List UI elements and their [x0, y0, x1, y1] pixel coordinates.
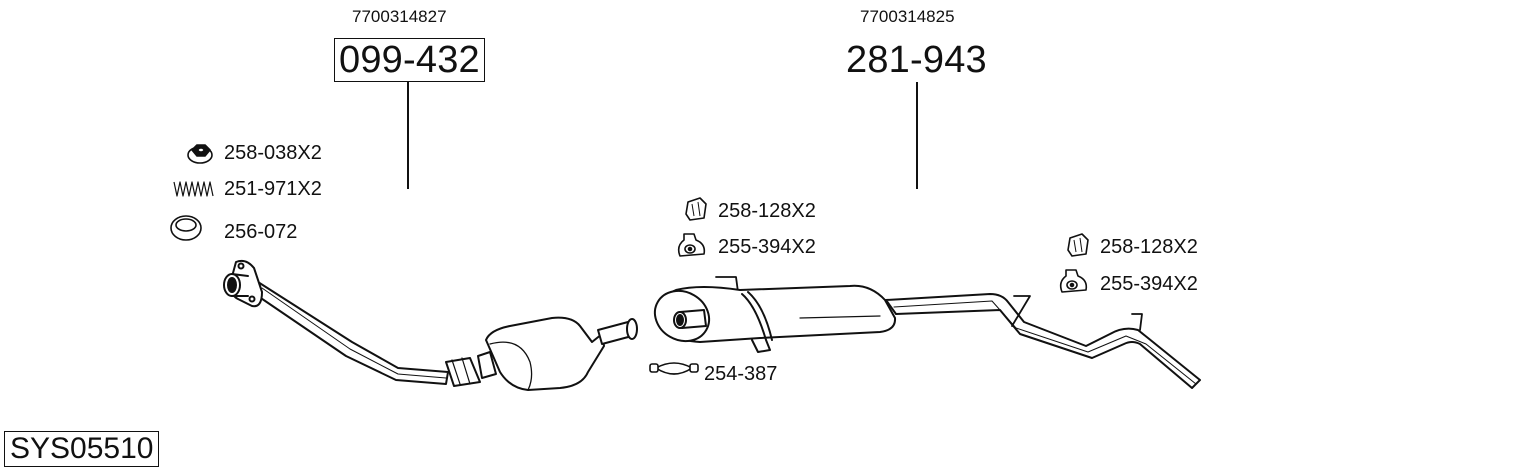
gasket-ring-icon	[170, 215, 202, 241]
mounting-clip-icon	[1067, 233, 1089, 257]
rear-silencer-tailpipe-drawing	[653, 276, 1201, 389]
accessory-label[interactable]: 254-387	[704, 363, 778, 385]
leader-line-099-432	[407, 82, 409, 189]
part-number-front[interactable]: 099-432	[334, 38, 485, 82]
leader-line-281-943	[916, 82, 918, 189]
accessory-label[interactable]: 258-038X2	[224, 142, 322, 164]
oem-number-rear: 7700314825	[860, 7, 955, 26]
accessory-label[interactable]: 256-072	[224, 221, 298, 243]
part-number-rear[interactable]: 281-943	[846, 39, 987, 81]
system-code: SYS05510	[4, 431, 160, 467]
accessory-label[interactable]: 258-128X2	[1100, 236, 1198, 258]
accessory-label[interactable]: 258-128X2	[718, 200, 816, 222]
pipe-clamp-icon	[649, 362, 699, 375]
mounting-clip-icon	[685, 197, 707, 221]
flange-nut-icon	[187, 144, 213, 164]
oem-number-front: 7700314827	[352, 7, 447, 26]
rubber-hanger-icon	[1059, 269, 1088, 293]
rubber-hanger-icon	[677, 233, 706, 257]
accessory-label[interactable]: 255-394X2	[1100, 273, 1198, 295]
front-pipe-catalyst-drawing	[223, 259, 638, 391]
accessory-label[interactable]: 251-971X2	[224, 178, 322, 200]
accessory-label[interactable]: 255-394X2	[718, 236, 816, 258]
spring-icon	[173, 181, 214, 197]
